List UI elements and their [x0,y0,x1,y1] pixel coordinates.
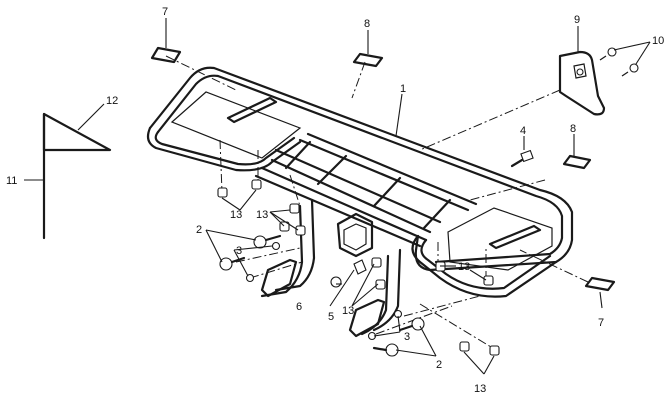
grommet-13g [375,279,386,290]
label-13-left-a: 13 [230,209,242,221]
label-4: 4 [520,125,526,137]
label-8-top: 8 [364,18,370,30]
grommet-13e [295,225,306,236]
label-2-right: 2 [436,359,442,371]
washer-3a [271,241,281,251]
label-11: 11 [6,175,17,187]
part-labels: 7 8 1 9 10 4 8 12 11 2 3 13 13 6 5 13 13… [6,6,664,395]
bolt-2a [253,234,282,249]
safety-flag [42,112,112,240]
grommet-13b [251,179,262,190]
label-7-bottom: 7 [598,317,604,329]
label-8-right: 8 [570,123,576,135]
screw-10a [599,47,617,61]
clip-5 [353,259,367,275]
nut-6 [330,276,342,288]
washer-3b [245,273,255,283]
label-2-left: 2 [196,224,202,236]
pad-right [562,154,592,170]
pad-top-left [150,46,182,64]
bolt-2d [372,343,399,357]
grommet-13j [459,341,470,352]
screw-10b [621,63,639,77]
license-plate-bracket [558,50,606,116]
leader-lines [24,18,651,375]
label-12: 12 [106,95,118,107]
label-9: 9 [574,14,580,26]
label-13-left-b: 13 [256,209,268,221]
pad-bottom-right [584,276,616,292]
bolt-4 [510,149,534,168]
label-1: 1 [400,83,406,95]
pad-top-center [352,52,384,68]
hardware-parts [42,46,639,357]
label-3-right: 3 [404,331,410,343]
label-3-left: 3 [236,245,242,257]
grommet-13a [217,187,228,198]
rack-frame [146,66,574,338]
label-7-top: 7 [162,6,168,18]
grommet-13f [371,257,382,268]
grommet-13i [483,275,494,286]
label-13-center: 13 [342,305,354,317]
label-10: 10 [652,35,664,47]
grommet-13c [289,203,300,214]
label-6: 6 [296,301,302,313]
label-13-right: 13 [458,261,470,273]
label-13-bottom: 13 [474,383,486,395]
label-5: 5 [328,311,334,323]
grommet-13k [489,345,500,356]
bolt-2b [219,256,246,271]
